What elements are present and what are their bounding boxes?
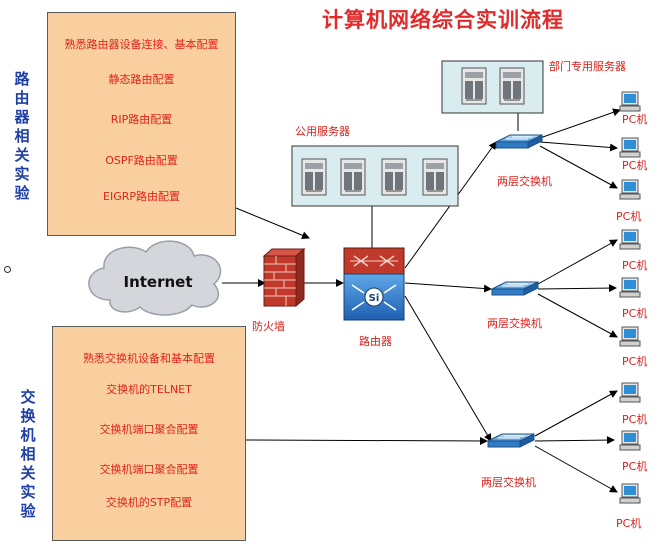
firewall-label: 防火墙 bbox=[252, 320, 285, 333]
pc-label: PC机 bbox=[616, 210, 642, 223]
router-experiment-item: 静态路由配置 bbox=[108, 73, 175, 86]
pc-icon bbox=[619, 483, 641, 504]
link-switch-1-pc-3 bbox=[539, 145, 618, 189]
router-experiment-item: OSPF路由配置 bbox=[105, 154, 178, 167]
router-badge: Si bbox=[369, 293, 380, 304]
server-rack-icon bbox=[340, 158, 366, 196]
switch-experiment-item: 交换机端口聚合配置 bbox=[99, 423, 199, 436]
link-switch-1-pc-1 bbox=[539, 108, 621, 139]
dept-server-group bbox=[441, 60, 544, 114]
switch-experiment-item: 交换机的TELNET bbox=[106, 383, 192, 396]
pc-icon bbox=[619, 137, 641, 158]
server-rack-icon bbox=[381, 158, 407, 196]
link-switch-3-pc-9 bbox=[534, 445, 618, 493]
router-experiment-item: 熟悉路由器设备连接、基本配置 bbox=[64, 38, 219, 51]
layer2-switch-icon bbox=[495, 134, 543, 149]
switch-label: 两层交换机 bbox=[481, 476, 536, 489]
switch-experiment-item: 交换机端口聚合配置 bbox=[99, 463, 199, 476]
side-label-char: 器 bbox=[14, 108, 30, 126]
pc-label: PC机 bbox=[622, 413, 648, 426]
pc-label: PC机 bbox=[616, 517, 642, 530]
layer2-switch-icon bbox=[487, 433, 535, 448]
server-rack-icon bbox=[461, 67, 487, 105]
layer2-switch-icon bbox=[491, 281, 539, 296]
pc-icon bbox=[619, 326, 641, 347]
pc-icon bbox=[619, 179, 641, 200]
link-router-panel-firewall bbox=[235, 207, 310, 240]
link-router-switch-2 bbox=[404, 282, 492, 293]
pc-icon bbox=[619, 430, 641, 451]
side-label-char: 相 bbox=[14, 127, 30, 145]
link-switch-panel-switch-3 bbox=[245, 436, 488, 445]
pc-icon bbox=[619, 382, 641, 403]
side-label-char: 由 bbox=[14, 89, 30, 107]
internet-label: Internet bbox=[123, 273, 192, 291]
pc-icon bbox=[619, 91, 641, 112]
link-switch-1-pc-2 bbox=[539, 141, 618, 152]
link-switch-2-pc-6 bbox=[537, 293, 618, 338]
public-servers-label: 公用服务器 bbox=[295, 125, 350, 138]
side-label-char: 路 bbox=[14, 70, 30, 88]
server-rack-icon bbox=[499, 67, 525, 105]
link-switch-2-pc-4 bbox=[537, 239, 618, 285]
link-switch-3-pc-7 bbox=[534, 390, 618, 437]
pc-label: PC机 bbox=[622, 259, 648, 272]
switch-section-label: 交换机相关实验 bbox=[18, 388, 38, 521]
side-label-char: 实 bbox=[14, 165, 30, 183]
switch-experiment-item: 熟悉交换机设备和基本配置 bbox=[83, 352, 215, 365]
side-label-char: 关 bbox=[20, 464, 36, 482]
dept-servers-label: 部门专用服务器 bbox=[549, 60, 626, 73]
pc-label: PC机 bbox=[622, 460, 648, 473]
firewall-icon bbox=[262, 247, 306, 308]
switch-label: 两层交换机 bbox=[497, 175, 552, 188]
switch-experiment-item: 交换机的STP配置 bbox=[105, 496, 193, 509]
router-section-label: 路由器相关实验 bbox=[12, 70, 32, 203]
link-switch-3-pc-8 bbox=[534, 436, 615, 445]
side-label-char: 验 bbox=[14, 184, 30, 202]
server-rack-icon bbox=[422, 158, 448, 196]
switch-experiments-panel: 熟悉交换机设备和基本配置 交换机的TELNET 交换机端口聚合配置 交换机端口聚… bbox=[52, 326, 246, 541]
router-experiment-item: EIGRP路由配置 bbox=[103, 190, 180, 203]
link-switch-2-pc-5 bbox=[537, 284, 617, 293]
server-rack-icon bbox=[301, 158, 327, 196]
pc-label: PC机 bbox=[622, 307, 648, 320]
side-label-char: 交 bbox=[20, 388, 36, 406]
pc-icon bbox=[619, 229, 641, 250]
link-router-switch-3 bbox=[404, 295, 492, 442]
side-label-char: 关 bbox=[14, 146, 30, 164]
side-label-char: 相 bbox=[20, 445, 36, 463]
router-label: 路由器 bbox=[359, 335, 392, 348]
pc-icon bbox=[619, 277, 641, 298]
pc-label: PC机 bbox=[622, 355, 648, 368]
pc-label: PC机 bbox=[622, 113, 648, 126]
page-title: 计算机网络综合实训流程 bbox=[322, 8, 564, 32]
router-experiments-panel: 熟悉路由器设备连接、基本配置 静态路由配置 RIP路由配置 OSPF路由配置 E… bbox=[47, 12, 236, 236]
switch-label: 两层交换机 bbox=[487, 317, 542, 330]
pc-label: PC机 bbox=[622, 159, 648, 172]
side-label-char: 实 bbox=[20, 483, 36, 501]
router-experiment-item: RIP路由配置 bbox=[110, 113, 173, 126]
side-label-char: 换 bbox=[20, 407, 36, 425]
internet-cloud-icon: Internet bbox=[88, 240, 222, 316]
bullet-icon bbox=[4, 266, 11, 273]
side-label-char: 机 bbox=[20, 426, 36, 444]
side-label-char: 验 bbox=[20, 502, 36, 520]
router-icon: Si bbox=[343, 247, 405, 321]
